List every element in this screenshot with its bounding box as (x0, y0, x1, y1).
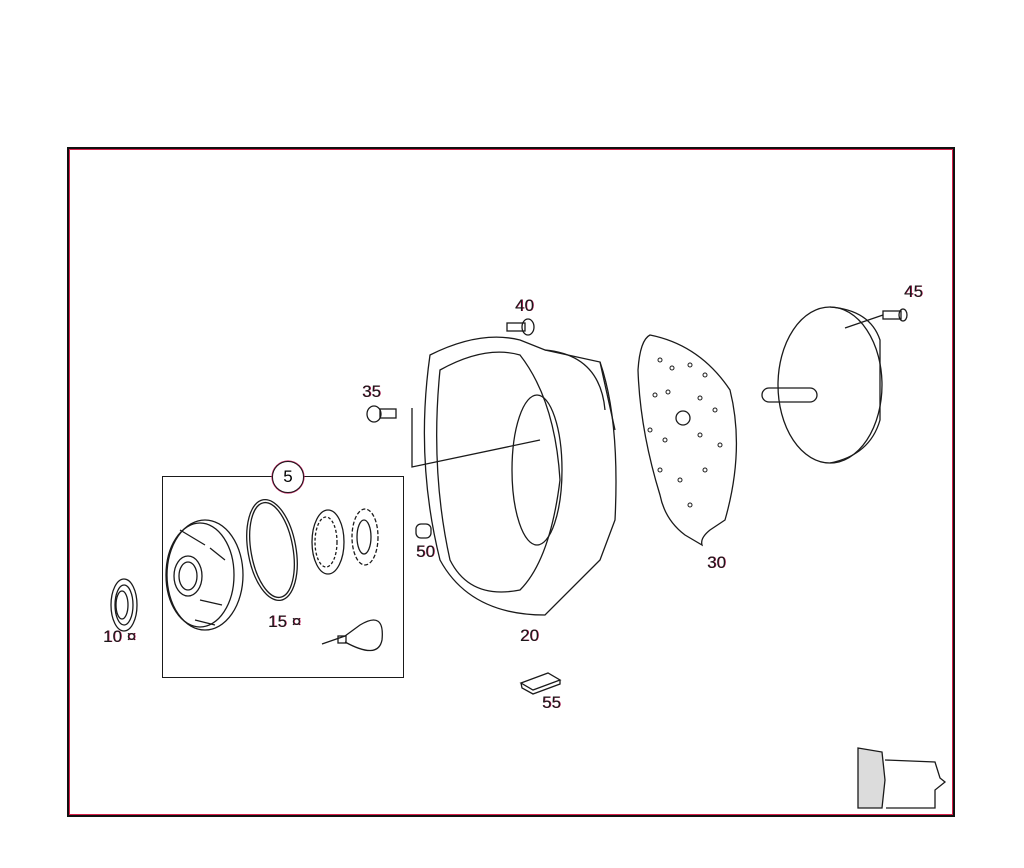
callout-55[interactable]: 55 (542, 693, 561, 712)
oil-pump-body-icon[interactable] (165, 519, 244, 631)
callout-45[interactable]: 45 (904, 282, 923, 301)
internal-gear-icon[interactable] (311, 509, 345, 575)
seal-ring-10-icon[interactable] (110, 578, 138, 632)
seal-55-icon[interactable] (519, 672, 562, 695)
bolt-40-icon[interactable] (506, 318, 535, 336)
converter-housing-20-icon[interactable] (411, 336, 617, 616)
callout-15[interactable]: 15 ¤ (268, 612, 302, 631)
o-ring-15-icon[interactable] (240, 496, 305, 605)
callout-10[interactable]: 10 ¤ (103, 627, 137, 646)
callout-40[interactable]: 40 (515, 296, 534, 315)
callout-35[interactable]: 35 (362, 382, 381, 401)
screw-35-icon[interactable] (366, 405, 397, 423)
cable-tie-icon[interactable] (321, 619, 383, 652)
diagram-frame (67, 147, 955, 817)
intermediate-plate-30-icon[interactable] (637, 334, 738, 547)
torque-converter-icon[interactable] (761, 306, 883, 464)
callout-30[interactable]: 30 (707, 553, 726, 572)
callout-5[interactable]: 5 (272, 461, 304, 493)
dowel-sleeve-50-icon[interactable] (415, 523, 432, 539)
transmission-locator-icon (857, 747, 947, 809)
oil-pump-kit-box (162, 476, 404, 678)
callout-50[interactable]: 50 (416, 542, 435, 561)
callout-20[interactable]: 20 (520, 626, 539, 645)
pinion-gear-icon[interactable] (351, 508, 379, 566)
bolt-45-icon[interactable] (844, 308, 908, 329)
